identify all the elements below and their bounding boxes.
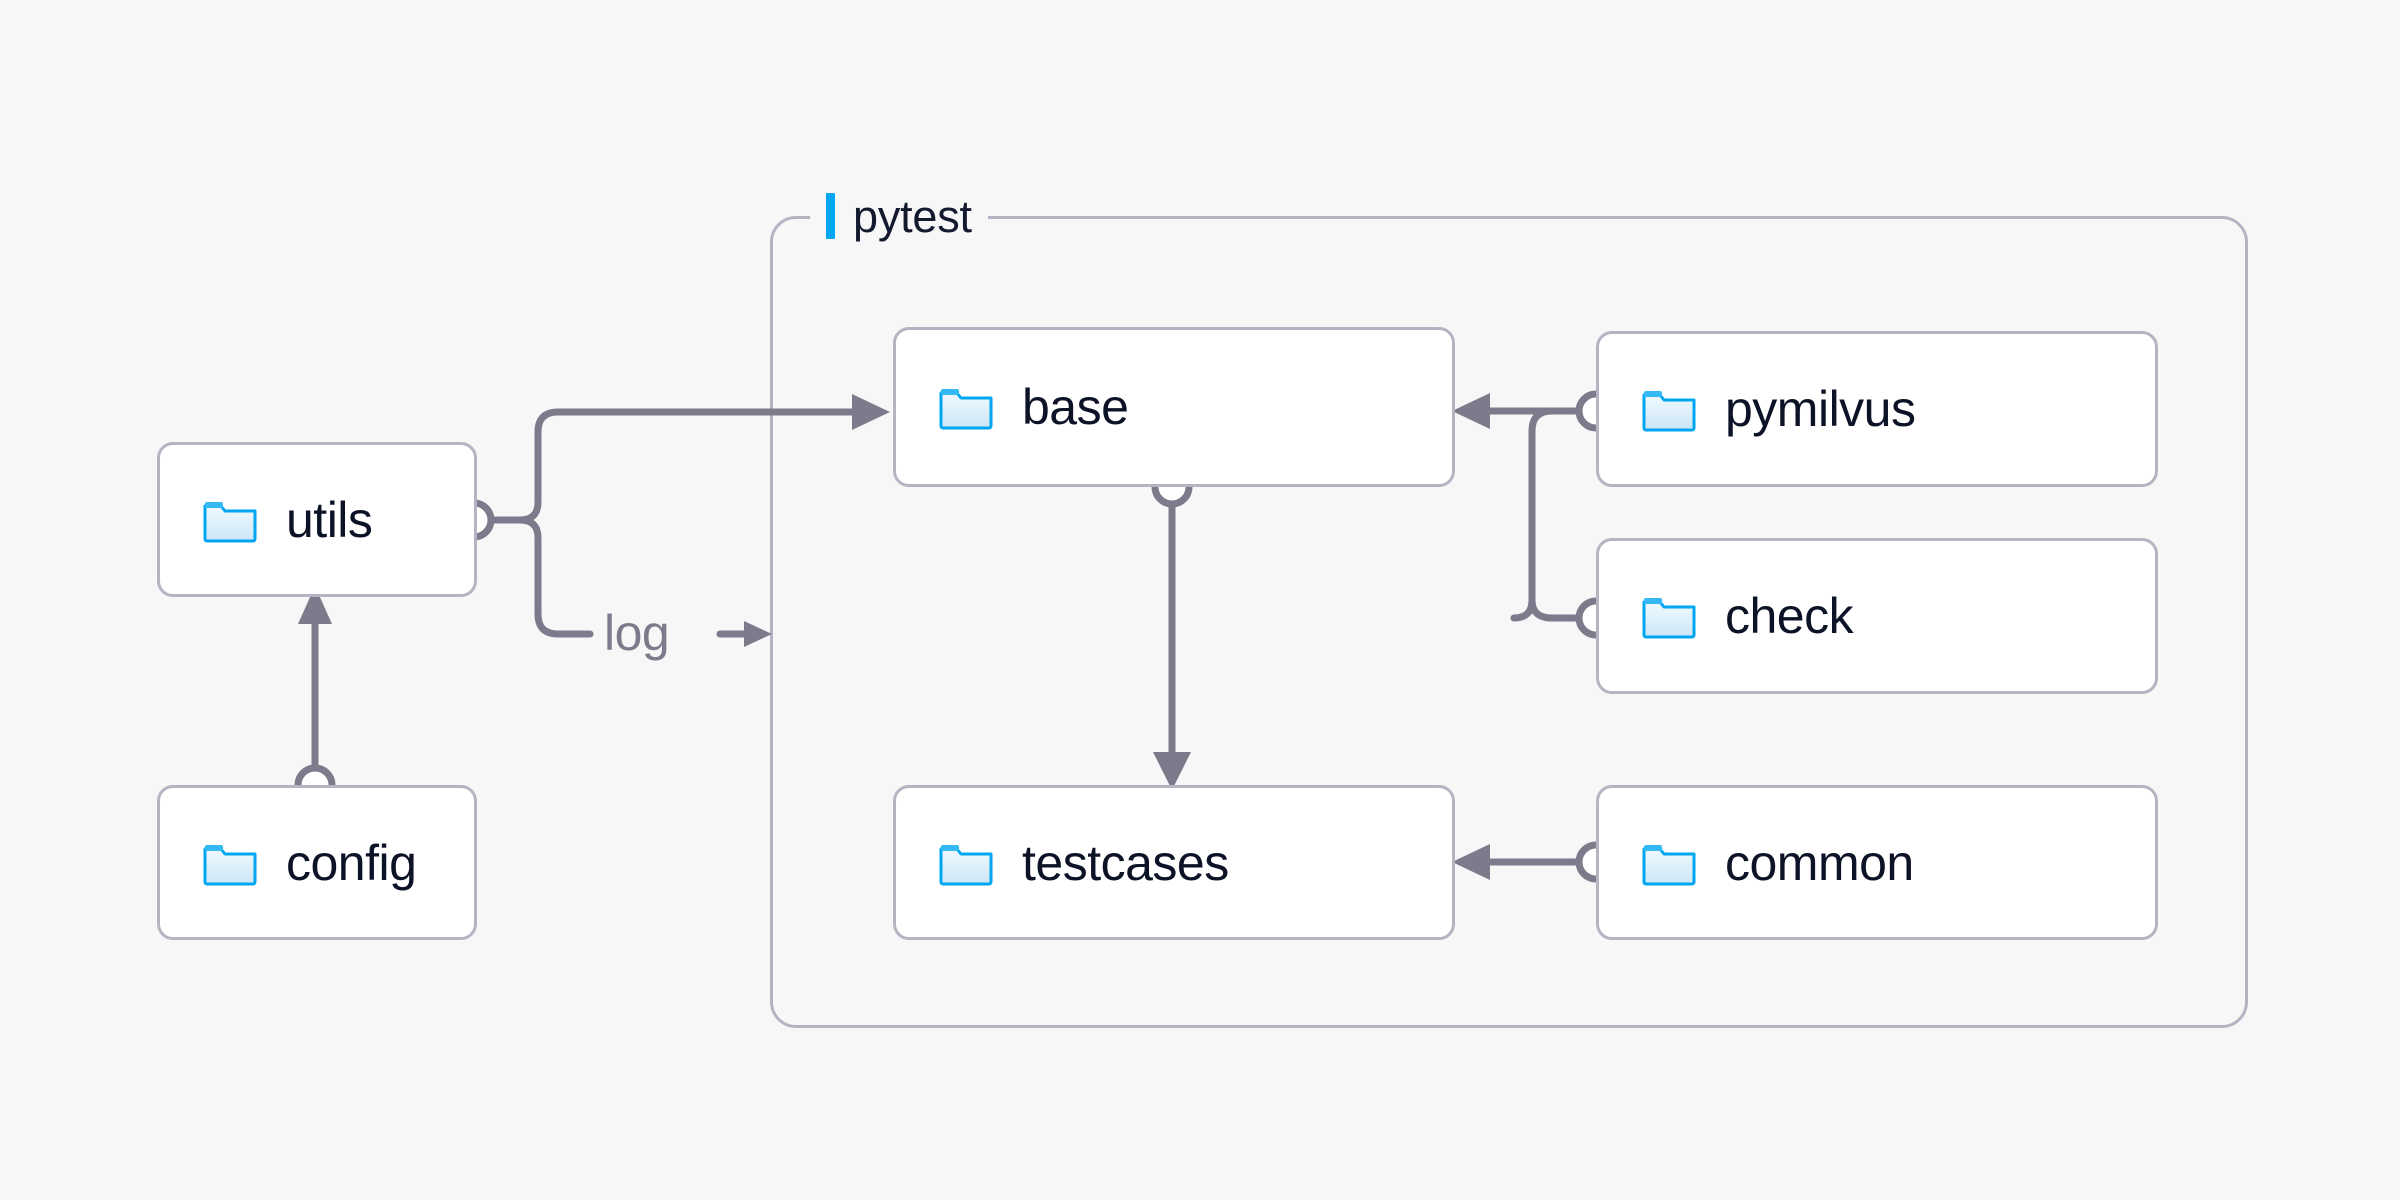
edge-label-log: log bbox=[604, 605, 670, 661]
node-utils[interactable]: utils bbox=[157, 442, 477, 597]
node-label-config: config bbox=[286, 834, 417, 891]
folder-icon bbox=[1642, 844, 1696, 885]
node-config[interactable]: config bbox=[157, 785, 477, 940]
folder-icon bbox=[1642, 598, 1696, 639]
node-label-testcases: testcases bbox=[1022, 834, 1229, 891]
group-title-text: pytest bbox=[853, 190, 972, 242]
node-label-pymilvus: pymilvus bbox=[1725, 381, 1916, 437]
edge-utils-to-log bbox=[486, 516, 594, 638]
node-label-base: base bbox=[1022, 379, 1129, 435]
folder-icon bbox=[1642, 391, 1696, 432]
node-base[interactable]: base bbox=[893, 327, 1455, 487]
node-testcases[interactable]: testcases bbox=[893, 785, 1455, 940]
folder-icon bbox=[203, 501, 257, 542]
node-check[interactable]: check bbox=[1596, 538, 2158, 694]
folder-icon bbox=[939, 844, 993, 885]
folder-icon bbox=[203, 844, 257, 885]
node-label-utils: utils bbox=[286, 491, 373, 548]
group-label-pytest: pytest bbox=[810, 186, 988, 246]
edge-log-arrow-into-pytest bbox=[716, 621, 772, 647]
folder-icon bbox=[939, 389, 993, 430]
edge-config-to-utils bbox=[294, 586, 336, 806]
node-label-check: check bbox=[1725, 588, 1854, 644]
node-label-common: common bbox=[1725, 834, 1914, 891]
node-common[interactable]: common bbox=[1596, 785, 2158, 940]
node-pymilvus[interactable]: pymilvus bbox=[1596, 331, 2158, 487]
accent-bar-icon bbox=[826, 193, 835, 239]
